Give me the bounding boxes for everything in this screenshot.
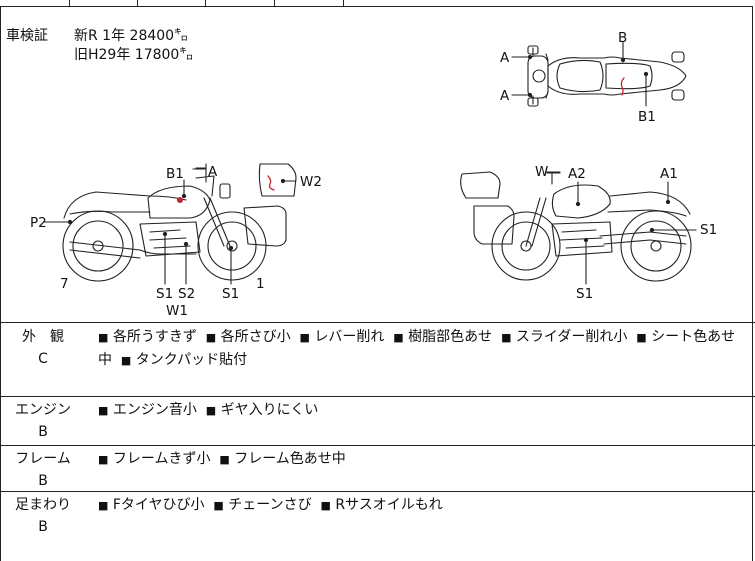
divider <box>0 445 755 446</box>
note-text: Rサスオイルもれ <box>335 497 443 513</box>
section-name: 足まわり <box>15 497 71 513</box>
top-damage-mark <box>620 77 625 96</box>
right-side-bike <box>460 171 697 285</box>
note-text: スライダー削れ小 <box>515 329 628 345</box>
bullet-icon: ■ <box>98 331 109 344</box>
section-name: 外 観 <box>22 329 64 345</box>
note-text: フレーム色あせ中 <box>234 451 346 467</box>
bullet-icon: ■ <box>98 404 109 417</box>
bullet-icon: ■ <box>213 499 224 512</box>
section-grade: B <box>38 519 48 535</box>
bullet-icon: ■ <box>98 453 109 466</box>
divider <box>0 491 755 492</box>
note-text: タンクパッド貼付 <box>135 352 248 368</box>
label-left-S2: S2 <box>178 286 195 302</box>
note-text: レバー削れ <box>314 329 385 345</box>
bullet-icon: ■ <box>120 354 132 367</box>
section-notes: ■ フレームきず小 ■ フレーム色あせ中 <box>98 448 746 471</box>
label-right-A2: A2 <box>568 166 586 182</box>
section-grade: B <box>38 424 48 440</box>
section-notes: ■ Fタイヤひび小 ■ チェーンさび ■ Rサスオイルもれ <box>98 494 746 517</box>
top-cell-divider <box>205 0 206 6</box>
label-top-A1: A <box>500 50 510 66</box>
inspection-old: 旧H29年 17800㌔ <box>74 47 194 63</box>
bullet-icon: ■ <box>299 331 310 344</box>
label-right-A1: A1 <box>660 166 678 182</box>
label-top-A2: A <box>500 88 510 104</box>
label-right-S1b: S1 <box>576 286 593 302</box>
note-text: ギヤ入りにくい <box>220 402 319 418</box>
label-left-P2: P2 <box>30 215 47 231</box>
note-text: 樹脂部色あせ <box>408 329 493 345</box>
label-left-W2: W2 <box>300 174 322 190</box>
section-notes: ■ エンジン音小 ■ ギヤ入りにくい <box>98 399 746 422</box>
bullet-icon: ■ <box>636 331 647 344</box>
section-name: エンジン <box>15 402 71 418</box>
top-view-bike <box>511 41 687 107</box>
label-top-B: B <box>618 30 627 46</box>
note-text: 各所うすきず <box>112 329 197 345</box>
section-grade: C <box>38 351 48 367</box>
bullet-icon: ■ <box>393 331 404 344</box>
label-left-B1: B1 <box>166 166 184 182</box>
bullet-icon: ■ <box>98 499 109 512</box>
inspection-new: 新R 1年 28400㌔ <box>74 28 189 44</box>
note-text: エンジン音小 <box>112 402 197 418</box>
bullet-icon: ■ <box>205 404 217 417</box>
label-left-1: 1 <box>256 276 265 292</box>
label-left-A: A <box>208 164 218 180</box>
bullet-icon: ■ <box>501 331 512 344</box>
divider <box>0 322 755 323</box>
damage-diagram: A A B B1 B1 A W2 P2 7 S1 S2 W1 S1 1 W A2… <box>30 30 717 319</box>
label-right-W: W <box>535 164 548 180</box>
top-table-strip <box>0 0 755 6</box>
top-cell-divider <box>274 0 275 6</box>
note-text: Fタイヤひび小 <box>112 497 205 513</box>
label-left-7: 7 <box>60 276 69 292</box>
bullet-icon: ■ <box>205 331 217 344</box>
label-top-B1: B1 <box>638 109 656 125</box>
top-cell-divider <box>69 0 70 6</box>
top-cell-divider <box>137 0 138 6</box>
top-cell-divider <box>343 0 344 6</box>
note-text: フレームきず小 <box>112 451 211 467</box>
note-text: 各所さび小 <box>220 329 291 345</box>
note-text: チェーンさび <box>228 497 312 513</box>
label-left-S1b: S1 <box>222 286 239 302</box>
inspection-block: 車検証 新R 1年 28400㌔ 旧H29年 17800㌔ <box>6 27 193 65</box>
section-notes: ■ 各所うすきず ■ 各所さび小 ■ レバー削れ ■ 樹脂部色あせ ■ スライダ… <box>98 326 746 372</box>
note-text: シート色あせ中 <box>98 329 736 368</box>
label-left-W1: W1 <box>166 303 188 319</box>
inspection-label: 車検証 <box>6 28 48 44</box>
bullet-icon: ■ <box>320 499 331 512</box>
section-grade: B <box>38 473 48 489</box>
left-side-bike <box>43 163 297 285</box>
divider <box>0 396 755 397</box>
bullet-icon: ■ <box>219 453 230 466</box>
label-left-S1a: S1 <box>156 286 173 302</box>
label-right-S1a: S1 <box>700 222 717 238</box>
section-name: フレーム <box>15 451 71 467</box>
sheet-frame <box>0 6 753 561</box>
